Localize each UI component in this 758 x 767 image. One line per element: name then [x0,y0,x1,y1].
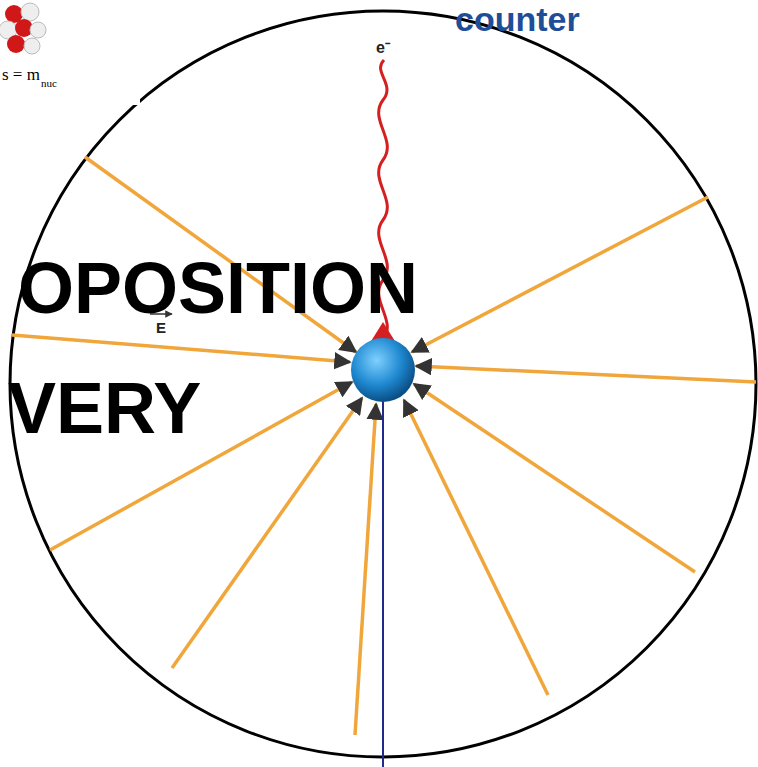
title-word: VERY [8,372,201,444]
mass-formula: s = m [2,66,40,83]
nucleus-icon [0,3,46,54]
title-word: OPOSITION [18,252,418,324]
mass-subscript: nuc [41,78,57,89]
inset-panel [0,0,140,105]
electron-symbol: e⁻ [376,40,390,56]
charge-sphere [351,338,415,402]
field-symbol: E [156,320,166,335]
slide-heading: counter [455,2,580,36]
axis-line [382,400,384,767]
